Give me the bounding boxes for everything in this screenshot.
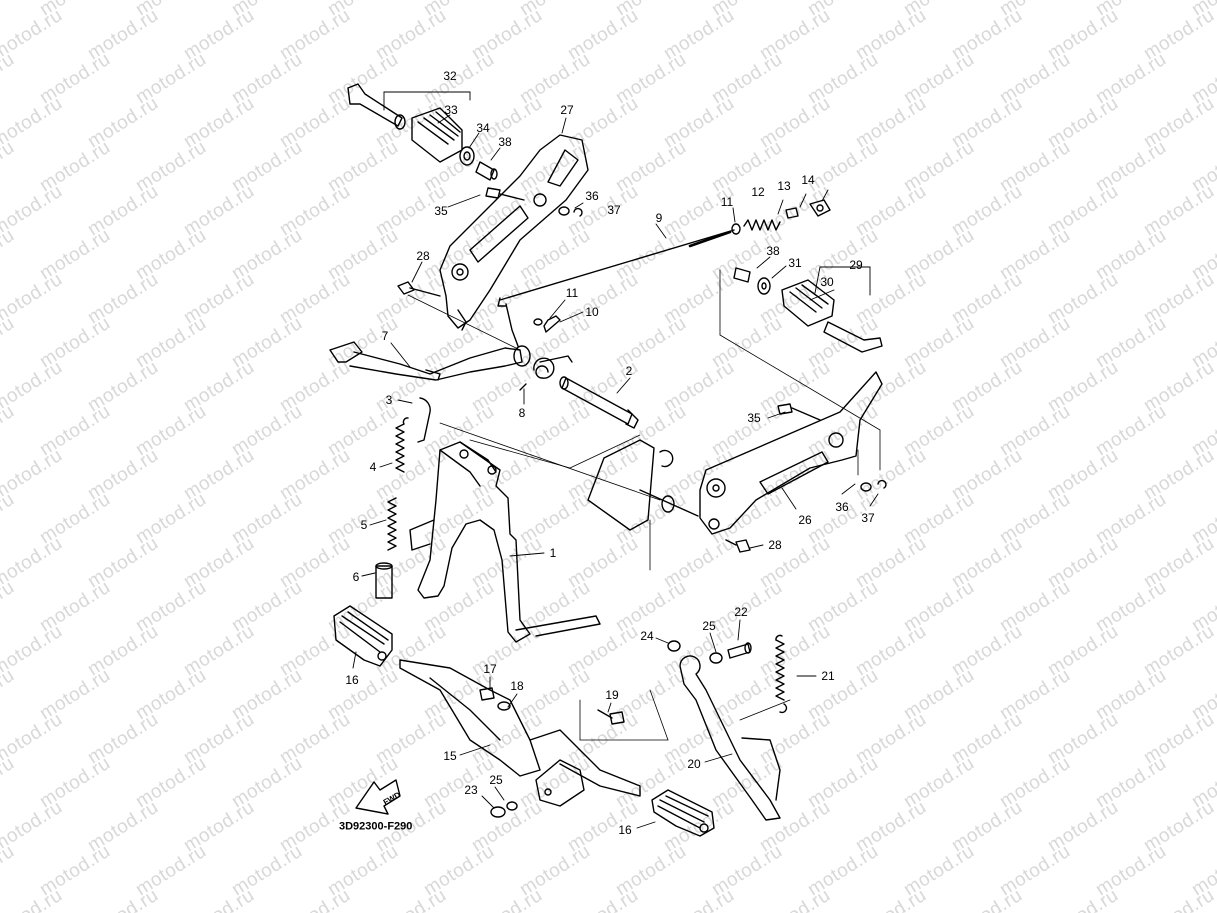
part-bolt-28-right (725, 539, 751, 553)
callout-23: 23 (464, 783, 478, 797)
callout-16-bottom: 16 (618, 823, 632, 837)
part-footrest-pin-32 (347, 83, 406, 130)
part-bolt-19 (597, 709, 625, 725)
callout-28-top: 28 (416, 249, 430, 263)
callout-4: 4 (369, 460, 377, 474)
callout-38-right: 38 (766, 244, 780, 258)
part-brake-rod-9 (497, 229, 735, 307)
callout-14: 14 (801, 173, 815, 187)
part-footrest-bracket-27 (439, 134, 589, 331)
callout-10: 10 (585, 305, 599, 319)
part-washer-18 (497, 701, 511, 711)
part-spring-4 (395, 417, 409, 473)
callout-9: 9 (655, 211, 663, 225)
callout-25-bottom: 25 (489, 773, 503, 787)
part-pin-38-right (733, 267, 751, 283)
callout-26: 26 (798, 513, 812, 527)
part-bolt-28-top (397, 281, 441, 297)
callout-37-left: 37 (607, 203, 621, 217)
part-washer-11-mid (533, 318, 543, 326)
part-washer-11-top (731, 223, 741, 235)
part-nut-14 (809, 199, 831, 217)
part-bolt-17 (479, 687, 495, 701)
part-spring-21 (775, 634, 788, 714)
callout-13: 13 (777, 179, 791, 193)
part-washer-25-bottom (506, 801, 518, 811)
callout-24: 24 (640, 629, 654, 643)
part-collar-13 (785, 207, 799, 219)
part-spring-hook-3 (417, 397, 431, 443)
part-shaft-2 (559, 376, 639, 429)
part-frame-bracket (587, 439, 699, 531)
callout-11-mid: 11 (565, 286, 579, 300)
part-washer-34 (459, 146, 475, 166)
part-washer-36-left (558, 206, 570, 216)
part-brake-pedal-7 (329, 303, 531, 381)
callout-17: 17 (483, 662, 497, 676)
diagram-code: 3D92300-F290 (339, 820, 413, 833)
callout-36-left: 36 (585, 189, 599, 203)
callout-3: 3 (385, 393, 393, 407)
callout-19: 19 (605, 688, 619, 702)
part-spring-8 (519, 355, 573, 391)
callout-29: 29 (849, 258, 863, 272)
callout-25-top: 25 (702, 619, 716, 633)
part-bolt-35-left (485, 187, 525, 201)
part-washer-25-top (709, 652, 723, 664)
callout-36-right: 36 (835, 500, 849, 514)
callout-1: 1 (549, 546, 557, 560)
fwd-arrow-icon (355, 779, 401, 815)
part-footrest-pin-29 (823, 321, 883, 353)
part-footrest-16-bottom (651, 789, 715, 837)
part-clip-37-right (877, 479, 887, 489)
part-bolt-22 (727, 642, 752, 659)
part-footrest-bar-15 (399, 659, 641, 807)
callout-15: 15 (443, 749, 457, 763)
part-nut-23 (490, 806, 506, 818)
callout-20: 20 (687, 757, 701, 771)
callout-37-right: 37 (861, 511, 875, 525)
callout-6: 6 (352, 570, 360, 584)
leader-lines (352, 91, 879, 829)
part-footrest-16-left (333, 605, 393, 667)
callout-22: 22 (734, 605, 748, 619)
part-washer-31 (757, 277, 771, 295)
callout-2: 2 (625, 364, 633, 378)
callout-32: 32 (443, 69, 457, 83)
alignment-lines (407, 269, 881, 741)
callout-27: 27 (560, 103, 574, 117)
callout-8: 8 (518, 406, 526, 420)
callout-18: 18 (510, 679, 524, 693)
part-spring-12 (743, 219, 781, 231)
callout-21: 21 (821, 669, 835, 683)
part-washer-36-right (860, 482, 872, 492)
part-pin-38-left (475, 161, 498, 181)
callout-35-left: 35 (434, 204, 448, 218)
callout-34: 34 (476, 121, 490, 135)
part-side-stand-20 (679, 655, 781, 821)
callout-11-top: 11 (720, 195, 734, 209)
part-spring-5 (387, 497, 397, 551)
part-main-stand-1 (409, 441, 601, 643)
callout-35-right: 35 (747, 411, 761, 425)
callout-28-right: 28 (768, 538, 782, 552)
callout-5: 5 (360, 518, 368, 532)
callout-7: 7 (381, 329, 389, 343)
callout-12: 12 (751, 185, 765, 199)
callout-16-left: 16 (345, 673, 359, 687)
part-clip-37-left (573, 207, 583, 217)
part-clip-10 (543, 315, 561, 333)
part-collar-6 (375, 562, 393, 599)
callout-30: 30 (820, 275, 834, 289)
part-footrest-bracket-26 (699, 371, 883, 535)
callout-31: 31 (788, 256, 802, 270)
part-nut-24 (667, 640, 681, 652)
callout-38-left: 38 (498, 135, 512, 149)
part-footrest-30 (781, 279, 835, 327)
part-bolt-35-right (777, 403, 821, 421)
callout-33: 33 (444, 103, 458, 117)
